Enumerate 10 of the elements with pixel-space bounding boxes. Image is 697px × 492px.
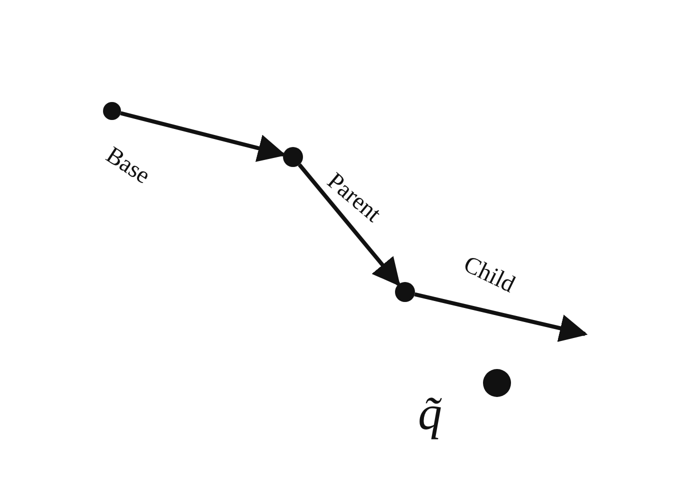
joint-dot bbox=[483, 369, 511, 397]
joint-dot bbox=[395, 282, 415, 302]
joint-dot bbox=[103, 102, 121, 120]
edge-label: Child bbox=[459, 251, 519, 300]
edge-label: Base bbox=[100, 142, 154, 190]
arrow bbox=[414, 292, 588, 342]
arrow bbox=[120, 111, 286, 162]
arrow bbox=[298, 163, 400, 286]
joint-dot bbox=[283, 147, 303, 167]
point-label: q̃ bbox=[418, 390, 442, 438]
